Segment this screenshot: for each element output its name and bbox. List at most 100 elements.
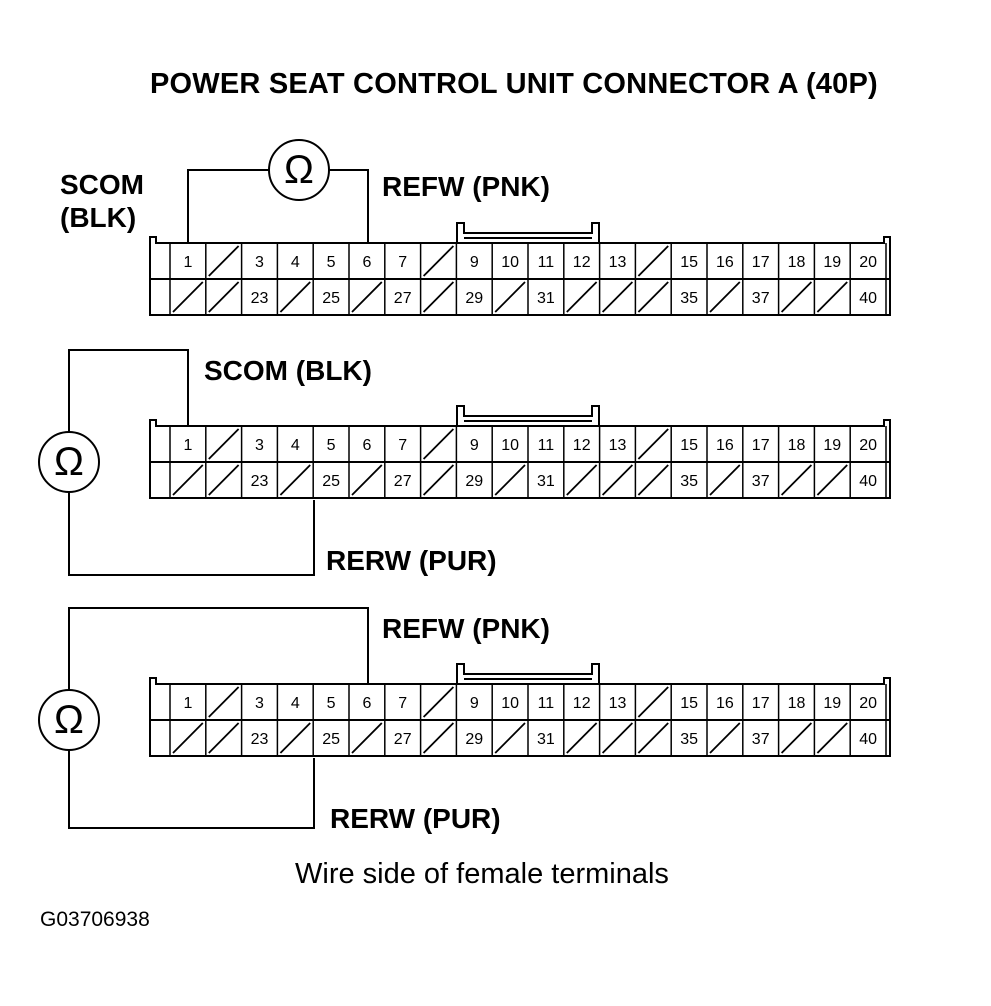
locking-tab [456, 663, 600, 684]
terminal-number: 23 [251, 731, 269, 748]
empty-cavity [172, 464, 204, 496]
empty-cavity [816, 281, 848, 313]
connector-housing [149, 419, 891, 499]
terminal-number: 35 [680, 731, 698, 748]
terminal-number: 5 [327, 695, 336, 712]
terminal-number: 12 [573, 254, 591, 271]
ohmmeter-3: Ω [38, 689, 100, 751]
terminal-number: 10 [501, 437, 519, 454]
terminal-number: 27 [394, 731, 412, 748]
terminal-number: 15 [680, 437, 698, 454]
terminal-number: 16 [716, 437, 734, 454]
empty-cavity [566, 722, 598, 754]
rerw-label: RERW (PUR) [330, 803, 501, 834]
ohmmeter-2: Ω [38, 431, 100, 493]
terminal-number: 16 [716, 695, 734, 712]
refw-label: REFW (PNK) [382, 171, 550, 202]
empty-cavity [780, 722, 813, 754]
terminal-number: 19 [823, 254, 841, 271]
terminal-number: 4 [291, 695, 300, 712]
empty-cavity [709, 281, 741, 313]
terminal-number: 20 [859, 254, 877, 271]
empty-cavity [494, 281, 526, 313]
terminal-number: 4 [291, 254, 300, 271]
empty-cavity [637, 428, 669, 460]
terminal-number: 40 [859, 473, 877, 490]
terminal-number: 17 [752, 254, 770, 271]
empty-cavity [172, 722, 204, 754]
terminal-number: 25 [322, 473, 340, 490]
empty-cavity [208, 281, 240, 313]
terminal-number: 16 [716, 254, 734, 271]
figure-code: G03706938 [40, 908, 150, 931]
empty-cavity [422, 428, 455, 460]
empty-cavity [780, 281, 813, 313]
ohmmeter-circle [38, 689, 100, 751]
terminal-number: 35 [680, 473, 698, 490]
empty-cavity [279, 281, 311, 313]
test-lead-1a [187, 169, 269, 243]
empty-cavity [601, 722, 634, 754]
terminal-number: 31 [537, 731, 555, 748]
terminal-number: 3 [255, 437, 264, 454]
connector-housing [149, 236, 891, 316]
terminal-number: 1 [183, 254, 192, 271]
test-lead-3b [68, 750, 315, 829]
terminal-number: 18 [788, 437, 806, 454]
ohm-icon: Ω [284, 148, 314, 192]
test-lead-2b [68, 492, 315, 576]
terminal-number: 37 [752, 290, 770, 307]
terminal-number: 11 [538, 437, 555, 454]
terminal-number: 17 [752, 695, 770, 712]
empty-cavity [637, 281, 669, 313]
terminal-number: 6 [362, 437, 371, 454]
terminal-number: 10 [501, 695, 519, 712]
rerw-label: RERW (PUR) [326, 545, 497, 576]
terminal-number: 19 [823, 695, 841, 712]
terminal-number: 27 [394, 290, 412, 307]
empty-cavity [566, 464, 598, 496]
empty-cavity [637, 464, 669, 496]
terminal-number: 12 [573, 695, 591, 712]
terminal-number: 29 [465, 290, 483, 307]
empty-cavity [351, 281, 383, 313]
terminal-number: 35 [680, 290, 698, 307]
empty-cavity [709, 722, 741, 754]
scom-label: SCOM (BLK) [204, 355, 372, 386]
terminal-number: 40 [859, 731, 877, 748]
terminal-number: 4 [291, 437, 300, 454]
empty-cavity [601, 464, 634, 496]
terminal-number: 9 [470, 437, 479, 454]
empty-cavity [208, 245, 240, 277]
empty-cavity [494, 464, 526, 496]
empty-cavity [494, 722, 526, 754]
refw-label: REFW (PNK) [382, 613, 550, 644]
terminal-number: 27 [394, 473, 412, 490]
ohmmeter-circle [268, 139, 330, 201]
terminal-number: 7 [398, 437, 407, 454]
terminal-number: 25 [322, 290, 340, 307]
locking-tab [456, 405, 600, 426]
terminal-number: 15 [680, 254, 698, 271]
empty-cavity [279, 722, 311, 754]
empty-cavity [637, 686, 669, 718]
terminal-number: 12 [573, 437, 591, 454]
terminal-number: 40 [859, 290, 877, 307]
terminal-number: 6 [362, 254, 371, 271]
ohmmeter-group: Ω Ω Ω [38, 139, 330, 751]
terminal-number: 1 [183, 695, 192, 712]
empty-cavity [279, 464, 311, 496]
terminal-number: 3 [255, 254, 264, 271]
terminal-number: 13 [609, 695, 627, 712]
terminal-number: 1 [183, 437, 192, 454]
diagram-title: POWER SEAT CONTROL UNIT CONNECTOR A (40P… [150, 68, 878, 100]
terminal-number: 37 [752, 731, 770, 748]
terminal-number: 7 [398, 254, 407, 271]
terminal-number: 7 [398, 695, 407, 712]
terminal-number: 20 [859, 437, 877, 454]
